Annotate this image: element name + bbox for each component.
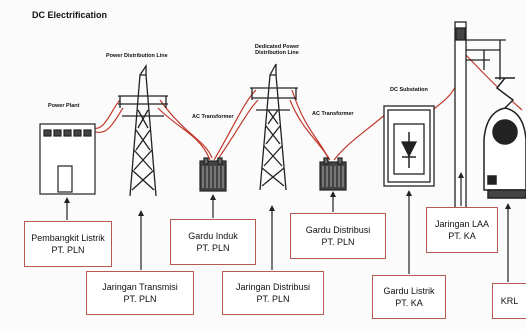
- box-line-2: PT. PLN: [256, 294, 290, 304]
- box-line-2: PT. KA: [448, 231, 476, 241]
- box-gardu-listrik: Gardu Listrik PT. KA: [372, 275, 446, 319]
- ac-transformer-icon: [199, 157, 227, 192]
- dedicated-tower-icon: [250, 63, 298, 191]
- power-distribution-line-label: Power Distribution Line: [106, 53, 168, 59]
- dedicated-line-label: Dedicated Power Distribution Line: [254, 44, 300, 57]
- box-jaringan-laa: Jaringan LAA PT. KA: [426, 207, 498, 253]
- box-line-2: PT. PLN: [51, 245, 85, 255]
- box-line-1: Pembangkit Listrik: [31, 232, 105, 243]
- box-jaringan-transmisi: Jaringan Transmisi PT. PLN: [86, 271, 194, 315]
- box-pembangkit-listrik: Pembangkit Listrik PT. PLN: [24, 221, 112, 267]
- dc-substation-label: DC Substation: [390, 87, 428, 93]
- box-gardu-induk: Gardu Induk PT. PLN: [170, 219, 256, 265]
- box-line-2: PT. PLN: [123, 294, 157, 304]
- diagram-title: DC Electrification: [32, 10, 108, 20]
- box-line-1: Jaringan Distribusi: [235, 281, 311, 292]
- box-line-1: Gardu Induk: [188, 230, 238, 241]
- box-krl: KRL: [492, 283, 526, 319]
- box-line-1: Gardu Distribusi: [305, 224, 371, 235]
- box-line-1: Jaringan LAA: [434, 218, 490, 229]
- dc-substation-icon: [383, 105, 435, 187]
- box-gardu-distribusi: Gardu Distribusi PT. PLN: [290, 213, 386, 259]
- power-plant-label: Power Plant: [48, 103, 80, 109]
- box-line-1: Gardu Listrik: [383, 285, 435, 296]
- krl-train-icon: [483, 77, 526, 199]
- box-line-1: Jaringan Transmisi: [102, 281, 178, 292]
- box-line-2: PT. KA: [395, 298, 423, 308]
- box-line-2: PT. PLN: [321, 237, 355, 247]
- power-plant-icon: [39, 123, 96, 195]
- upward-arrows: [64, 172, 511, 282]
- box-line-1: KRL: [500, 295, 519, 306]
- box-jaringan-distribusi: Jaringan Distribusi PT. PLN: [222, 271, 324, 315]
- transmission-tower-icon: [118, 63, 168, 197]
- ac-transformer-1-label: AC Transformer: [192, 114, 234, 120]
- ac-transformer-2-icon: [319, 157, 347, 191]
- ac-transformer-2-label: AC Transformer: [312, 111, 354, 117]
- box-line-2: PT. PLN: [196, 243, 230, 253]
